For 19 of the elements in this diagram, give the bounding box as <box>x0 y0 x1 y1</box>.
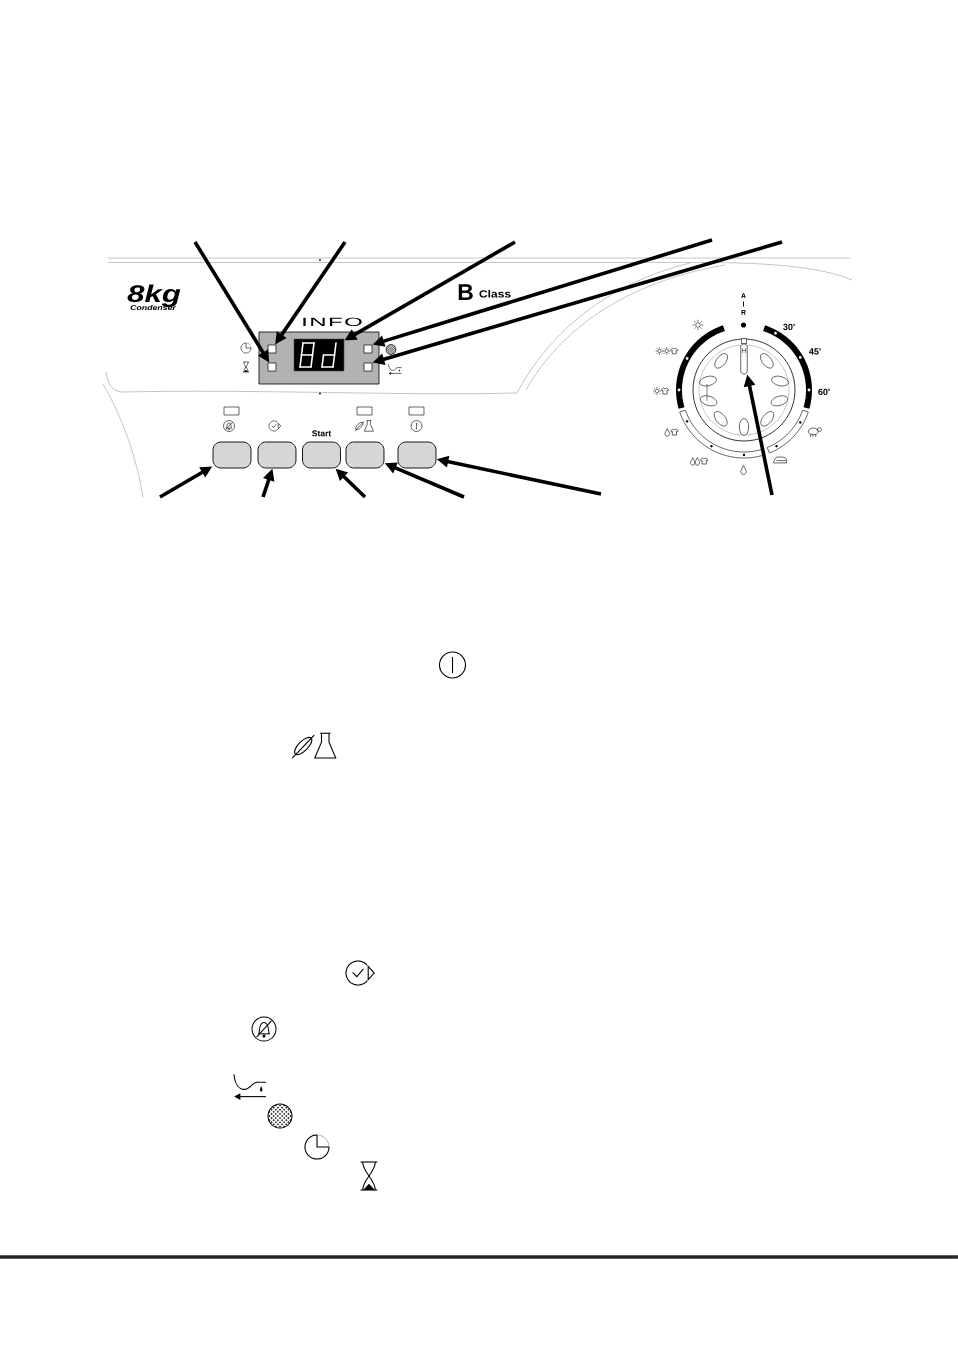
class-label: Class <box>479 289 511 298</box>
knob-pointer <box>740 338 748 375</box>
indicator-light <box>363 344 373 354</box>
time-label: 60' <box>818 388 830 396</box>
time-label: 45' <box>809 348 821 355</box>
indicator-light <box>267 362 277 372</box>
time-label: 30' <box>783 323 795 331</box>
indicator-light <box>363 362 373 372</box>
digital-display <box>293 338 345 372</box>
push-button <box>345 441 385 469</box>
push-button <box>212 441 252 469</box>
class-letter: B <box>458 284 473 300</box>
capacity-label: 8kg <box>127 284 181 307</box>
push-button <box>397 441 437 469</box>
panel-heading: INFO <box>303 317 362 327</box>
node-label: Start <box>312 430 332 437</box>
indicator-light <box>267 344 277 354</box>
push-button: Start <box>302 430 341 469</box>
push-button <box>257 441 297 469</box>
